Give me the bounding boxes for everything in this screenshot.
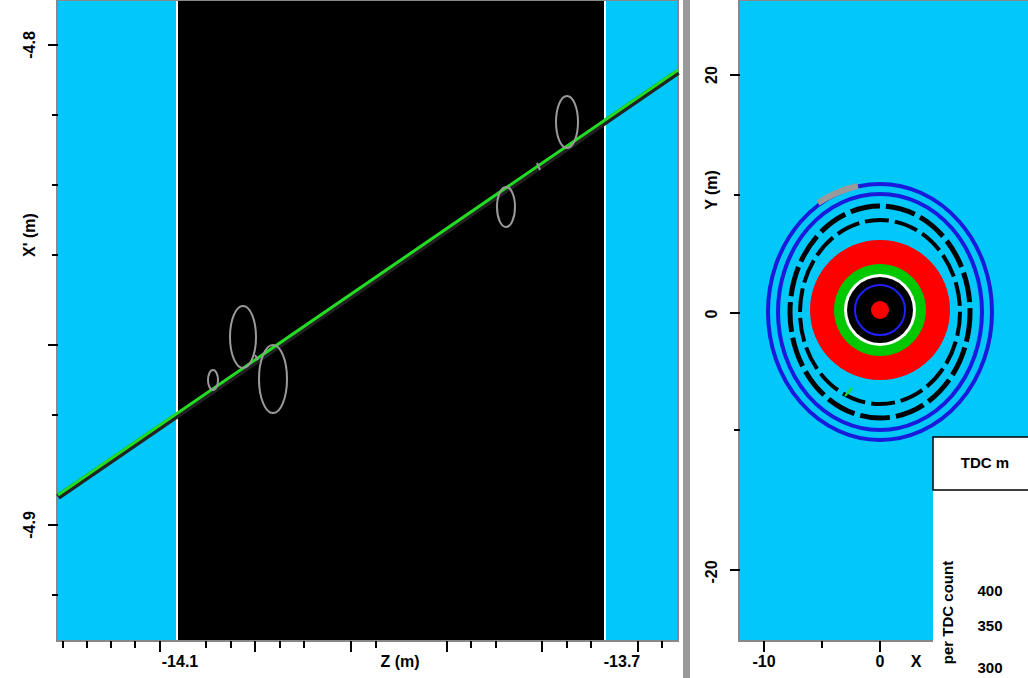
tick-label: -4.9: [22, 511, 38, 539]
tick-label: 300: [977, 660, 1002, 675]
tick-label: 20: [704, 66, 720, 84]
tick-label: -10: [752, 654, 775, 670]
tick-label: -13.7: [604, 654, 640, 670]
boundary-line: [176, 0, 178, 640]
plot-frame: [57, 0, 678, 641]
detector: [768, 184, 992, 440]
inset-title: TDC m: [961, 455, 1009, 470]
drift-circles: [208, 96, 578, 413]
muon-track: [58, 70, 678, 495]
cyan-band: [58, 0, 177, 640]
tick-label: 0: [876, 654, 885, 670]
axis-ticks: [48, 45, 662, 652]
axis-title: per TDC count: [941, 560, 956, 663]
plot-area: [58, 0, 678, 640]
axis-title: X' (m): [22, 213, 38, 257]
tick-label: -4.8: [22, 31, 38, 59]
tick-label: 350: [977, 618, 1002, 633]
panel-ground: [0, 0, 683, 678]
axis-title: X: [911, 654, 922, 670]
tick-label: 0: [704, 310, 720, 319]
tick-label: 400: [977, 583, 1002, 598]
axis-title: Z (m): [380, 654, 419, 670]
panel-divider: [683, 0, 690, 678]
panel-ground: [690, 0, 1028, 678]
tick-label: -14.1: [162, 654, 198, 670]
tick-label: -20: [704, 560, 720, 583]
track-shadow: [58, 72, 678, 497]
boundary-line: [604, 0, 606, 640]
inset-title-box: [933, 437, 1028, 490]
axis-title: Y (m): [704, 170, 720, 210]
